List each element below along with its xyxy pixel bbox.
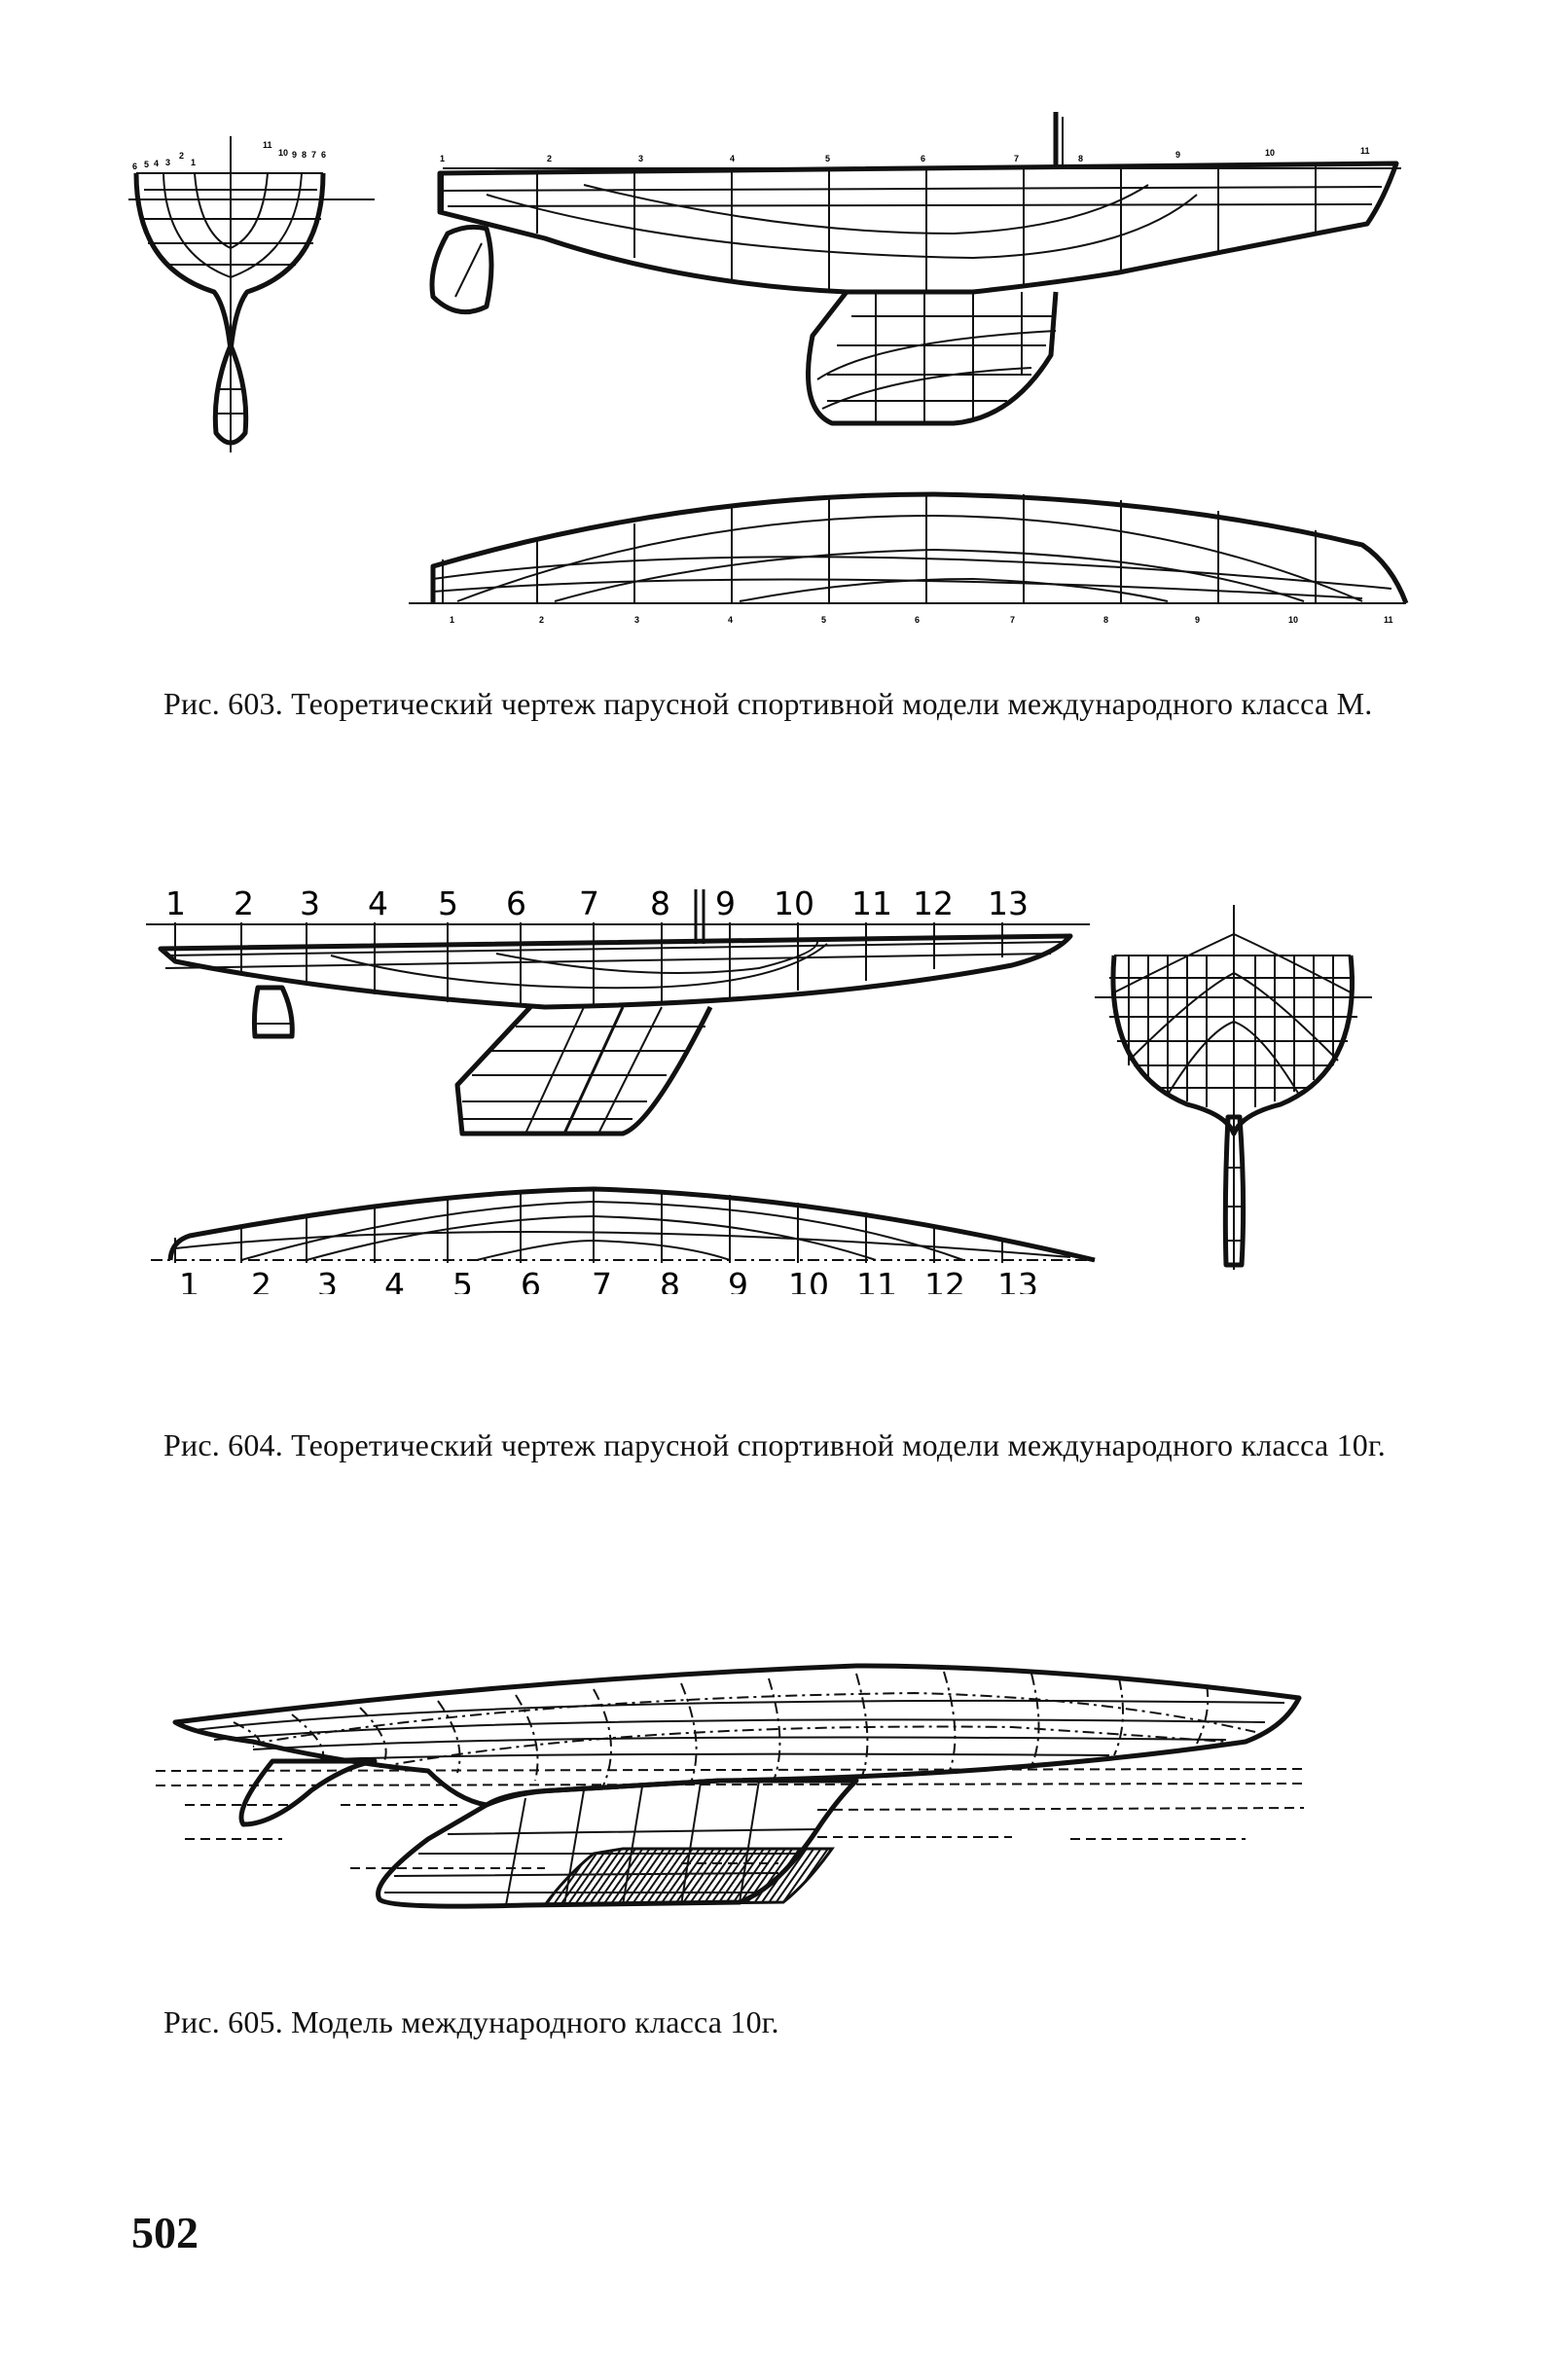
station-number: 7 (579, 884, 599, 922)
station-number: 4 (368, 884, 388, 922)
section-label: 6 (132, 162, 137, 171)
section-label: 9 (292, 150, 297, 160)
section-label: 2 (179, 151, 184, 161)
station-number: 11 (1384, 615, 1393, 625)
station-number: 6 (921, 154, 925, 163)
station-number: 3 (638, 154, 643, 163)
station-number: 3 (317, 1266, 338, 1294)
station-number: 10 (1265, 148, 1275, 158)
station-number: 5 (438, 884, 458, 922)
station-number: 4 (730, 154, 735, 163)
station-number: 11 (1360, 146, 1370, 156)
station-number: 4 (384, 1266, 405, 1294)
station-number: 7 (1014, 154, 1019, 163)
station-number: 12 (913, 884, 954, 922)
section-label: 10 (278, 148, 288, 158)
station-number: 6 (915, 615, 920, 625)
station-number: 11 (851, 884, 892, 922)
fig603-plan-stations (442, 494, 1317, 603)
station-number: 1 (450, 615, 454, 625)
fig604-profile-view: 1 2 3 4 5 6 7 8 9 10 11 12 13 (146, 884, 1090, 1136)
fig603-station-numbers-top: 1 2 3 4 5 6 7 8 9 10 11 (440, 146, 1370, 163)
fig603-body-plan (128, 136, 375, 452)
fig604-plan-stations (174, 1189, 1003, 1263)
page-number: 502 (131, 2208, 199, 2257)
station-number: 7 (592, 1266, 612, 1294)
station-number: 5 (825, 154, 830, 163)
station-number: 9 (715, 884, 736, 922)
station-number: 10 (1288, 615, 1298, 625)
station-number: 8 (650, 884, 670, 922)
fig604-body-plan (1095, 905, 1372, 1270)
section-label: 5 (144, 160, 149, 169)
section-label: 11 (263, 140, 272, 150)
figure-603-caption: Рис. 603. Теоретический чертеж парусной … (163, 686, 1373, 721)
station-number: 3 (634, 615, 639, 625)
station-number: 13 (988, 884, 1029, 922)
fig604-station-numbers-bottom: 1 2 3 4 5 6 7 8 9 10 11 12 13 (179, 1266, 1038, 1294)
station-number: 12 (924, 1266, 965, 1294)
station-number: 6 (521, 1266, 541, 1294)
section-label: 3 (165, 158, 170, 167)
station-number: 8 (1078, 154, 1083, 163)
fig603-section-labels: 6 5 4 3 2 1 11 10 9 8 7 6 (132, 140, 326, 171)
section-label: 8 (302, 150, 307, 160)
station-number: 6 (506, 884, 526, 922)
station-number: 4 (728, 615, 733, 625)
figure-605-caption: Рис. 605. Модель международного класса 1… (163, 2004, 779, 2039)
station-number: 2 (234, 884, 254, 922)
station-number: 2 (547, 154, 552, 163)
fig603-profile-view: 1 2 3 4 5 6 7 8 9 10 11 (429, 112, 1401, 426)
fig604-station-numbers-top: 1 2 3 4 5 6 7 8 9 10 11 12 13 (165, 884, 1029, 922)
fig603-profile-stations (442, 162, 1317, 292)
station-number: 10 (774, 884, 814, 922)
station-number: 8 (660, 1266, 680, 1294)
station-number: 13 (997, 1266, 1038, 1294)
station-number: 2 (539, 615, 544, 625)
figure-603: 6 5 4 3 2 1 11 10 9 8 7 6 (97, 97, 1460, 642)
station-number: 1 (179, 1266, 199, 1294)
section-label: 6 (321, 150, 326, 160)
station-number: 1 (440, 154, 445, 163)
station-number: 3 (300, 884, 320, 922)
figure-604-caption: Рис. 604. Теоретический чертеж парусной … (163, 1427, 1386, 1462)
station-number: 10 (788, 1266, 829, 1294)
section-label: 4 (154, 159, 159, 168)
station-number: 9 (1195, 615, 1200, 625)
station-number: 7 (1010, 615, 1015, 625)
fig605-hull (172, 1663, 1302, 1909)
section-label: 1 (191, 158, 196, 167)
station-number: 1 (165, 884, 186, 922)
fig603-half-breadth-plan: 1 2 3 4 5 6 7 8 9 10 11 (409, 491, 1409, 625)
figure-604: 1 2 3 4 5 6 7 8 9 10 11 12 13 (136, 876, 1401, 1294)
station-number: 9 (1175, 150, 1180, 160)
station-number: 2 (251, 1266, 271, 1294)
station-number: 5 (821, 615, 826, 625)
station-number: 5 (452, 1266, 473, 1294)
station-number: 8 (1103, 615, 1108, 625)
station-number: 9 (728, 1266, 748, 1294)
figure-605 (136, 1654, 1343, 1946)
fig604-profile-stations (174, 922, 1003, 1007)
fig604-half-breadth-plan: 1 2 3 4 5 6 7 8 9 10 11 12 13 (151, 1186, 1096, 1294)
section-label: 7 (311, 150, 316, 160)
fig603-station-numbers-bottom: 1 2 3 4 5 6 7 8 9 10 11 (450, 615, 1393, 625)
station-number: 11 (856, 1266, 897, 1294)
